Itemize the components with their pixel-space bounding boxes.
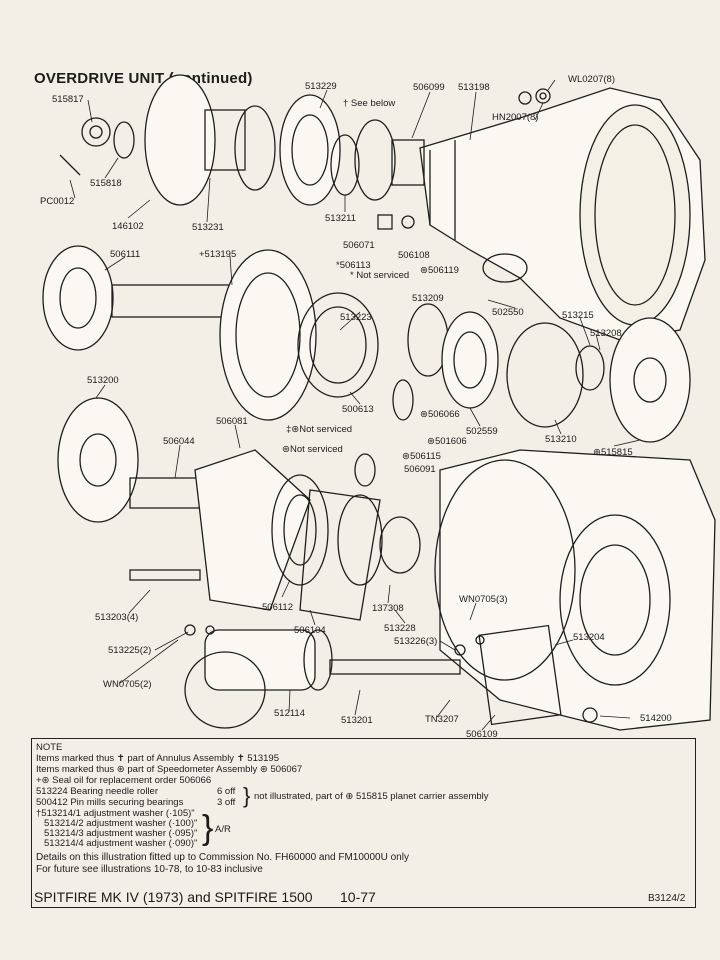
part-label-not-serviced-2: ‡⊛Not serviced <box>286 424 353 435</box>
part-label-500613: 500613 <box>342 404 374 415</box>
part-label-513225: 513225(2) <box>108 645 152 656</box>
part-label-506119: ⊛506119 <box>420 265 459 276</box>
note-qty-6: 6 off <box>217 786 236 797</box>
footer-reference: B3124/2 <box>648 893 686 904</box>
part-label-506113: *506113 <box>336 260 371 271</box>
shaft-annulus-drawing <box>42 245 691 443</box>
part-label-513210: 513210 <box>545 434 577 445</box>
note-washer-2: 513214/2 adjustment washer (·100)" <box>44 818 198 829</box>
part-label-514200: 514200 <box>640 713 672 724</box>
leader-lines <box>69 79 641 731</box>
solenoid-drawing <box>184 624 485 729</box>
part-label-506066: ⊛506066 <box>420 409 460 420</box>
part-label-wn0705-3: WN0705(3) <box>459 594 508 605</box>
notes-heading: NOTE <box>36 742 63 753</box>
notes-box: NOTE Items marked thus ✝ part of Annulus… <box>31 738 696 908</box>
part-label-513204: 513204 <box>573 632 605 643</box>
part-label-506081: 506081 <box>216 416 248 427</box>
part-label-501606: ⊛501606 <box>427 436 467 447</box>
note-as-required: A/R <box>215 824 231 835</box>
part-label-hn2007: HN2007(8) <box>492 112 539 123</box>
part-label-137308: 137308 <box>372 603 404 614</box>
part-label-not-serviced-3: ⊛Not serviced <box>282 444 343 455</box>
part-label-pc0012: PC0012 <box>40 196 75 207</box>
note-line-speedometer: Items marked thus ⊛ part of Speedometer … <box>36 764 303 775</box>
part-label-513195: +513195 <box>199 249 237 260</box>
front-casing-drawing <box>434 449 716 731</box>
note-washer-4: 513214/4 adjustment washer (·090)" <box>44 838 198 849</box>
part-label-146102: 146102 <box>112 221 144 232</box>
part-label-515817: 515817 <box>52 94 84 105</box>
part-label-506044: 506044 <box>163 436 195 447</box>
part-label-not-serviced-1: * Not serviced <box>350 270 410 281</box>
note-line-bearing: 513224 Bearing needle roller <box>36 786 159 797</box>
part-label-512114: 512114 <box>274 708 305 719</box>
part-label-506091: 506091 <box>404 464 436 475</box>
note-line-annulus: Items marked thus ✝ part of Annulus Asse… <box>36 753 279 764</box>
footer-page-number: 10-77 <box>340 889 376 905</box>
note-brace: } <box>243 783 251 808</box>
part-label-506112: 506112 <box>262 602 293 613</box>
part-label-513223: 513223 <box>340 312 372 323</box>
part-label-506071: 506071 <box>343 240 375 251</box>
part-label-513203: 513203(4) <box>95 612 139 623</box>
page-title: OVERDRIVE UNIT (continued) <box>34 70 253 87</box>
note-qty-3: 3 off <box>217 797 236 808</box>
note-washer-3: 513214/3 adjustment washer (·095)" <box>44 828 198 839</box>
part-label-513200: 513200 <box>87 375 119 386</box>
part-label-502550: 502550 <box>492 307 524 318</box>
part-label-506111: 506111 <box>110 249 141 260</box>
part-label-513215: 513215 <box>562 310 594 321</box>
part-label-515818: 515818 <box>90 178 122 189</box>
note-details: Details on this illustration fitted up t… <box>36 852 409 863</box>
part-label-506115: ⊛506115 <box>402 451 441 462</box>
part-label-513229: 513229 <box>305 81 337 92</box>
part-label-502559: 502559 <box>466 426 498 437</box>
footer-model: SPITFIRE MK IV (1973) and SPITFIRE 1500 <box>34 889 313 905</box>
part-label-513226: 513226(3) <box>394 636 438 647</box>
note-brace-washers: } <box>202 809 214 847</box>
note-not-illustrated: not illustrated, part of ⊕ 515815 planet… <box>254 791 489 802</box>
note-future: For future see illustrations 10-78, to 1… <box>36 864 263 875</box>
part-label-see-below: † See below <box>343 98 396 109</box>
part-label-506104: 506104 <box>294 625 326 636</box>
note-line-seal: +⊛ Seal oil for replacement order 506066 <box>36 775 212 786</box>
part-label-513201: 513201 <box>341 715 373 726</box>
part-label-506108: 506108 <box>398 250 430 261</box>
flange-drawing <box>59 74 425 206</box>
rear-housing-drawing <box>419 87 706 341</box>
note-washer-1: †513214/1 adjustment washer (·105)" <box>36 808 195 819</box>
bolt-drawing <box>377 214 415 230</box>
part-label-wl0207: WL0207(8) <box>568 74 615 85</box>
brake-ring-drawing <box>57 379 421 621</box>
part-label-513228: 513228 <box>384 623 416 634</box>
part-label-515815: ⊕515815 <box>593 447 633 458</box>
part-label-513211: 513211 <box>325 213 356 224</box>
part-label-506109: 506109 <box>466 729 498 740</box>
exploded-view-drawing <box>42 74 716 731</box>
part-label-513198: 513198 <box>458 82 490 93</box>
part-label-513209: 513209 <box>412 293 444 304</box>
part-label-tn3207: TN3207 <box>425 714 459 725</box>
part-label-wn0705-2: WN0705(2) <box>103 679 152 690</box>
part-label-513208: 513208 <box>590 328 622 339</box>
part-label-513231: 513231 <box>192 222 224 233</box>
part-label-506099: 506099 <box>413 82 445 93</box>
note-line-pin: 500412 Pin mills securing bearings <box>36 797 184 808</box>
nut-washer-drawing <box>518 88 551 105</box>
